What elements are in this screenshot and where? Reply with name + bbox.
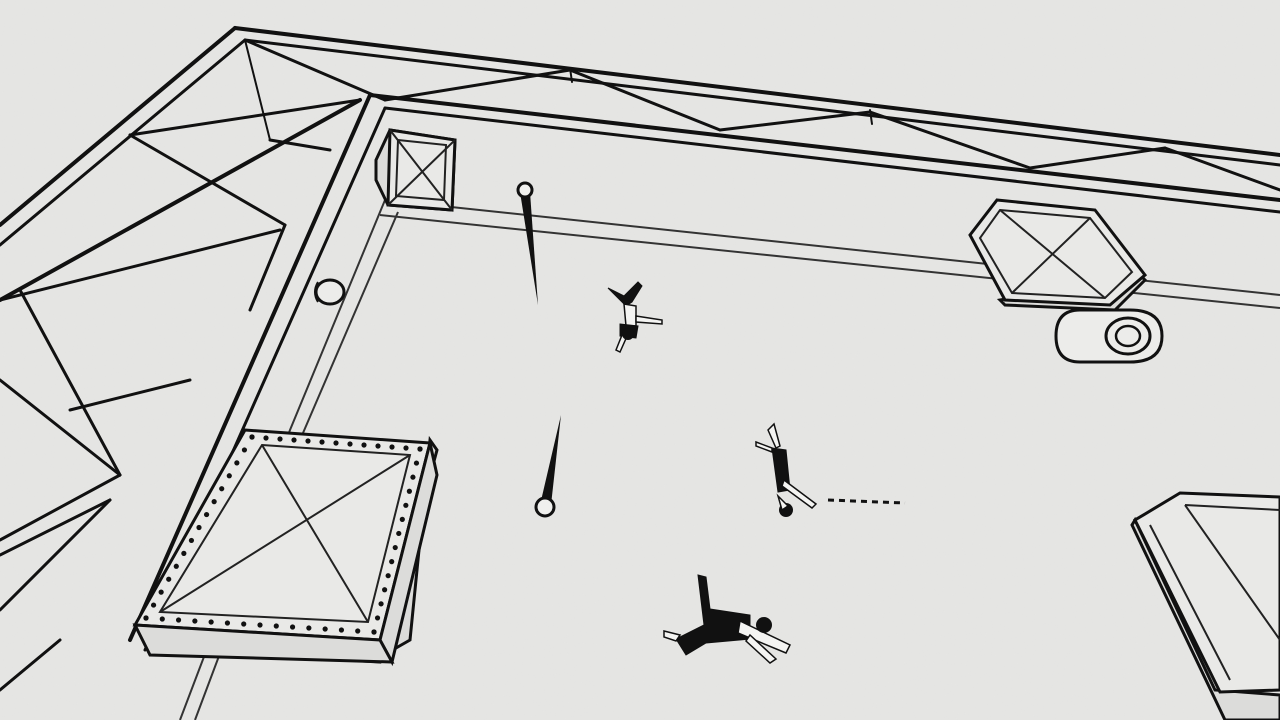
rivet [375,443,381,449]
rivet [406,488,412,494]
rivet [181,550,187,556]
rivet [211,499,217,505]
rivet [234,460,240,466]
rivet [322,626,328,632]
rivet [347,441,353,447]
rivet [389,559,395,565]
rivet [249,434,255,440]
rivet [403,445,409,451]
rivet [150,602,157,608]
rivet [289,624,296,630]
rivet [208,619,214,625]
crate-right-bottom [1130,491,1280,720]
rivet [305,438,311,444]
rivet [224,620,231,626]
dashed-trajectory-line [827,498,906,505]
rivet [378,601,384,607]
rivet [319,439,325,445]
rivet [392,544,398,551]
rivet [361,442,367,448]
rivet [159,616,165,622]
player-3[interactable] [663,574,792,664]
rivet [403,502,409,508]
rivet [241,621,247,627]
rivet [385,573,391,579]
crate-large-left [132,428,439,667]
truss-left [0,26,387,692]
rivet [257,622,263,628]
rivet [389,444,395,450]
rivet [226,473,232,479]
crate-small-top [374,128,457,212]
player-2[interactable] [755,422,818,517]
truss-top [233,26,1280,214]
rivet [382,587,388,593]
rivet [374,615,381,621]
rivet [241,447,248,453]
rivet [263,435,269,441]
rivet [188,537,195,544]
falling-ball-bottom [534,415,561,518]
rivet [338,627,345,633]
rivet [410,474,416,480]
rivet [273,623,279,629]
rivet [203,511,210,518]
ring-target-left [314,278,346,306]
rivet [396,530,402,537]
rivet [399,516,405,522]
rivet [306,625,312,631]
rivet [413,460,420,466]
rivet [192,618,198,624]
rivet [371,629,377,635]
rivet [333,440,339,446]
rivet [417,446,423,452]
ring-target-right [1054,308,1164,364]
falling-ball-top [516,181,538,305]
rivet [219,486,225,492]
rivet [143,615,149,621]
player-1[interactable] [607,281,663,354]
rivet [166,576,172,582]
rivet [175,617,182,623]
rivet [158,589,164,595]
rivet [355,628,361,634]
rivet [277,436,283,442]
crate-right-top [968,198,1148,312]
rivet [196,524,202,531]
rivet [173,563,179,569]
rivet [291,437,297,443]
